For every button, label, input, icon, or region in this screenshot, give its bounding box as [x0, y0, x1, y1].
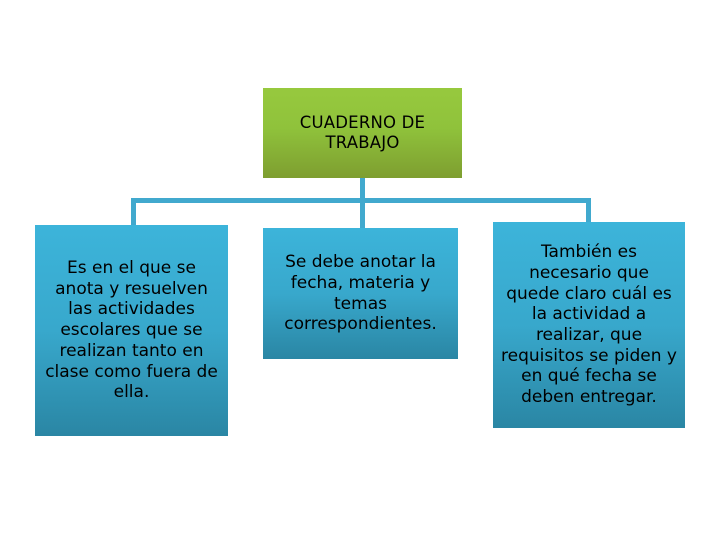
node-child-3[interactable]: También es necesario que quede claro cuá…: [493, 222, 685, 428]
node-child-2-label: Se debe anotar la fecha, materia y temas…: [284, 252, 437, 335]
connector-drop-child-3: [586, 198, 591, 224]
node-child-3-label: También es necesario que quede claro cuá…: [501, 242, 677, 408]
node-child-2[interactable]: Se debe anotar la fecha, materia y temas…: [263, 228, 458, 359]
node-child-1[interactable]: Es en el que se anota y resuelven las ac…: [35, 225, 228, 436]
connector-root-stem: [360, 178, 365, 202]
node-root[interactable]: CUADERNO DE TRABAJO: [263, 88, 462, 178]
connector-drop-child-2: [360, 198, 365, 230]
connector-drop-child-1: [131, 198, 136, 228]
node-root-label: CUADERNO DE TRABAJO: [299, 112, 426, 152]
node-child-1-label: Es en el que se anota y resuelven las ac…: [45, 257, 218, 403]
